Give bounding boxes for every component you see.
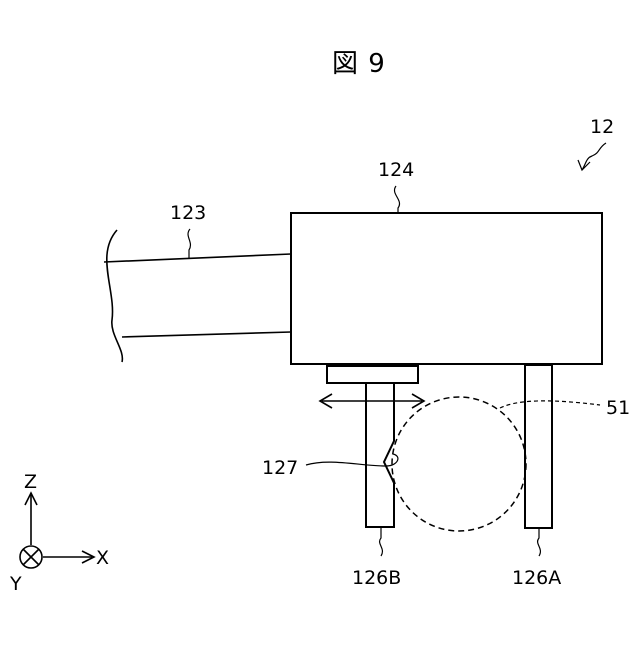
- label-object: 51: [606, 397, 630, 419]
- label-notch: 127: [262, 457, 298, 479]
- finger-a: [525, 365, 552, 528]
- head-body: [291, 213, 602, 364]
- finger-b: [366, 383, 394, 527]
- arm-bottom-edge: [122, 332, 291, 337]
- figure-title: 図 9: [332, 49, 386, 79]
- finger-b-mount: [327, 366, 418, 383]
- axis-label-z: Z: [24, 471, 37, 493]
- head-leader: [394, 186, 399, 213]
- finger-b-leader: [380, 527, 383, 556]
- label-arm: 123: [170, 202, 206, 224]
- object-outline: [392, 397, 526, 531]
- finger-a-leader: [538, 528, 541, 556]
- label-head: 124: [378, 159, 414, 181]
- label-finger-a: 126A: [512, 567, 561, 589]
- axis-label-x: X: [96, 547, 109, 569]
- arm-leader: [188, 229, 190, 258]
- axis-label-y: Y: [9, 573, 22, 595]
- label-assembly: 12: [590, 116, 614, 138]
- arm-top-edge: [104, 254, 291, 262]
- arm-break-curve: [107, 230, 123, 362]
- label-finger-b: 126B: [352, 567, 401, 589]
